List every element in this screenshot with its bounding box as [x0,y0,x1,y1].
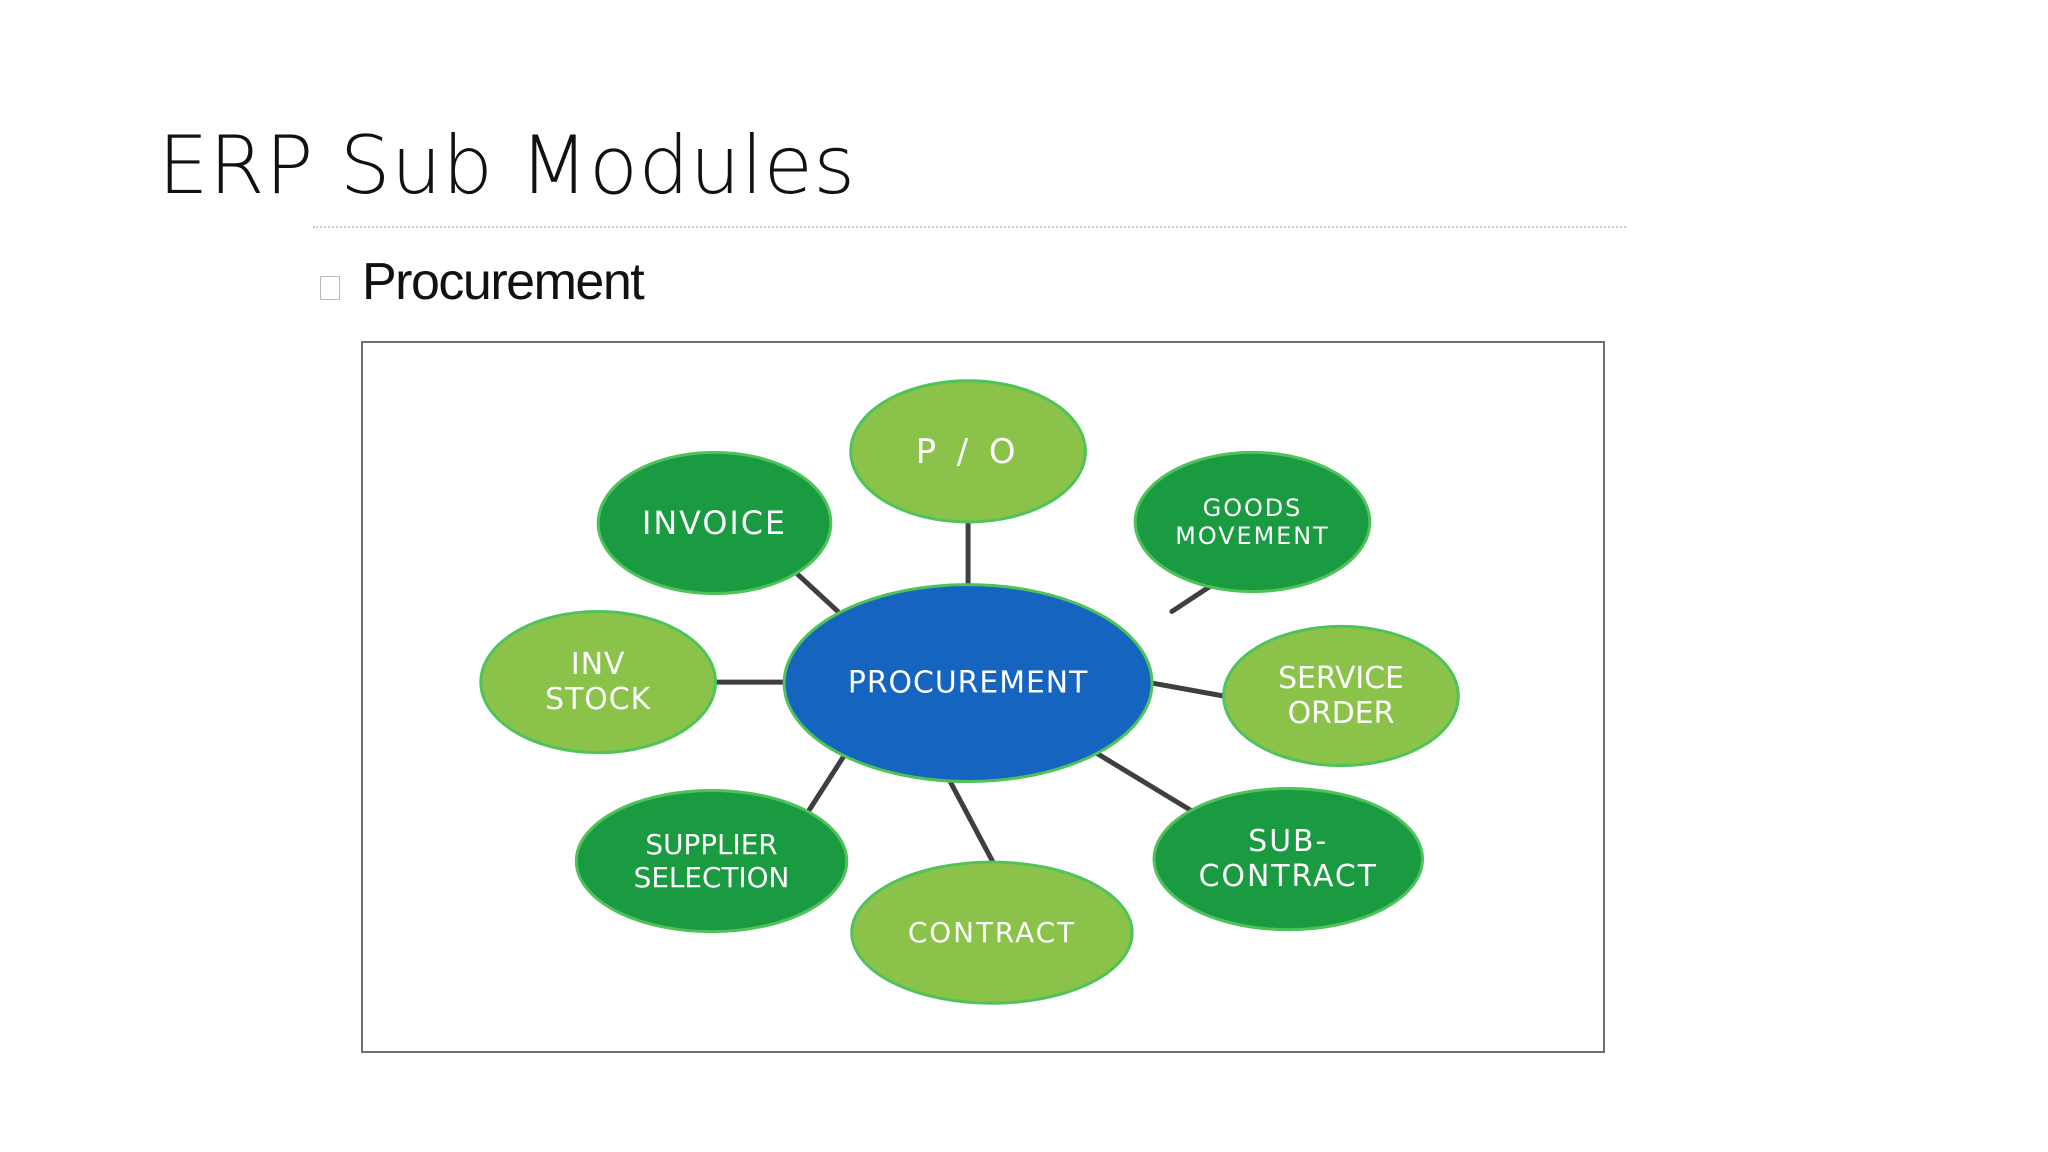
node-goods-movement-label: GOODS [1203,494,1303,522]
node-service-order-label: ORDER [1288,696,1395,731]
node-procurement-label: PROCUREMENT [848,666,1088,701]
node-supplier-selection-label: SELECTION [634,861,790,894]
node-supplier-selection-label: SUPPLIER [645,828,777,861]
connector-invoice [795,572,841,614]
node-contract-shape [850,860,1134,1005]
connector-contract [947,779,996,865]
connector-goods-movement [1169,582,1216,614]
node-sub-contract-shape [1152,786,1425,932]
node-po-shape [849,379,1087,524]
connector-sub-contract [1094,751,1194,813]
node-goods-movement-label: MOVEMENT [1175,522,1329,550]
nodes: P / OGOODSMOVEMENTSERVICEORDERSUB-CONTRA… [479,379,1460,1005]
node-service-order-shape [1222,624,1460,768]
node-procurement-shape [782,583,1154,784]
node-inv-stock-label: STOCK [545,682,651,717]
title-divider [313,226,1626,228]
node-po-label: P / O [916,432,1021,471]
bullet-box-icon [320,276,340,300]
node-goods-movement-shape [1133,450,1372,594]
bullet-item: Procurement [320,250,645,314]
node-sub-contract: SUB-CONTRACT [1152,786,1425,932]
node-procurement: PROCUREMENT [782,583,1154,784]
node-supplier-selection-shape [574,788,849,934]
slide-title: ERP Sub Modules [158,119,856,212]
connectors [713,519,1227,865]
node-invoice: INVOICE [596,450,833,596]
node-sub-contract-label: SUB- [1248,824,1328,859]
node-inv-stock-shape [479,609,718,755]
diagram-canvas: P / OGOODSMOVEMENTSERVICEORDERSUB-CONTRA… [479,379,1460,1005]
connector-supplier-selection [806,752,848,813]
node-contract: CONTRACT [850,860,1134,1005]
node-service-order-label: SERVICE [1278,661,1404,696]
node-inv-stock-label: INV [571,647,626,682]
node-invoice-label: INVOICE [642,504,787,542]
node-invoice-shape [596,450,833,596]
node-sub-contract-label: CONTRACT [1199,859,1378,894]
node-contract-label: CONTRACT [908,916,1076,949]
node-po: P / O [849,379,1087,524]
connector-service-order [1149,680,1227,699]
bullet-label: Procurement [362,253,645,311]
